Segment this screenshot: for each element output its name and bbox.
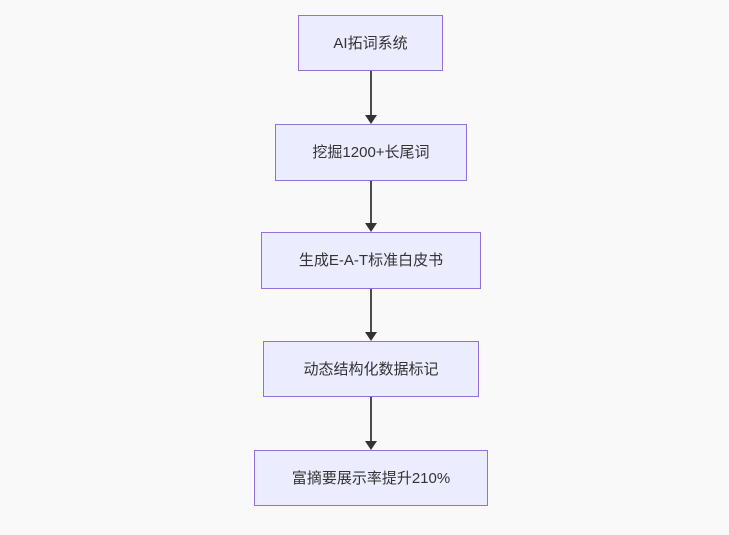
edge-line-4-5 — [370, 397, 372, 442]
edge-line-2-3 — [370, 181, 372, 224]
node-label: AI拓词系统 — [333, 34, 408, 52]
arrowhead-down-icon — [365, 441, 377, 450]
node-label: 动态结构化数据标记 — [303, 360, 439, 378]
flowchart-node-eat-whitepaper: 生成E-A-T标准白皮书 — [261, 232, 481, 289]
node-label: 生成E-A-T标准白皮书 — [298, 252, 444, 269]
flowchart-node-rich-snippet-result: 富摘要展示率提升210% — [254, 450, 488, 506]
edge-line-1-2 — [370, 71, 372, 116]
flowchart-node-structured-data-markup: 动态结构化数据标记 — [263, 341, 479, 397]
flowchart-node-ai-keyword-system: AI拓词系统 — [298, 15, 443, 71]
flowchart-node-longtail-mining: 挖掘1200+长尾词 — [275, 124, 467, 181]
arrowhead-down-icon — [365, 332, 377, 341]
edge-line-3-4 — [370, 289, 372, 333]
node-label: 富摘要展示率提升210% — [291, 469, 451, 487]
arrowhead-down-icon — [365, 223, 377, 232]
node-label: 挖掘1200+长尾词 — [312, 144, 430, 161]
arrowhead-down-icon — [365, 115, 377, 124]
